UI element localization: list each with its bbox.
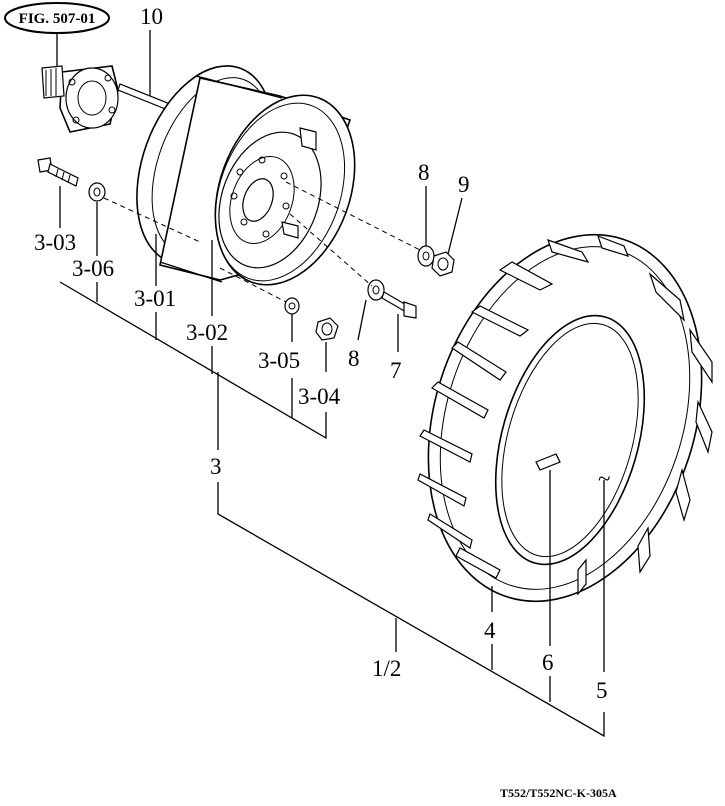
callout-3-02: 3-02 [186, 320, 228, 345]
assembly-line-c [289, 213, 373, 287]
wheel-disc-part [218, 127, 322, 269]
callout-4: 4 [484, 618, 496, 643]
callout-3-04: 3-04 [298, 384, 341, 409]
assembly-line-b [285, 181, 421, 251]
nut-part-9 [431, 251, 455, 277]
callout-10: 10 [140, 4, 163, 29]
valve-part-6 [535, 453, 561, 471]
washer-part-8-lower [367, 279, 385, 301]
leader-8-lower [357, 299, 367, 341]
callout-6: 6 [542, 650, 554, 675]
bolt-part-3-03 [37, 157, 79, 187]
callout-5: 5 [596, 678, 608, 703]
hub-flange-part [41, 65, 119, 133]
drawing-code: T552/T552NC-K-305A [500, 786, 617, 800]
assembly-line-d [219, 267, 287, 303]
figure-reference-badge[interactable]: FIG. 507-01 [4, 2, 110, 34]
bolt-part-7 [381, 291, 417, 319]
bracket-3-03 [59, 281, 327, 440]
callout-1-2: 1/2 [372, 656, 401, 681]
figure-reference-text: FIG. 507-01 [19, 11, 96, 27]
callout-8-upper: 8 [418, 160, 430, 185]
callout-8-lower: 8 [348, 346, 360, 371]
washer-part-3-05 [284, 297, 300, 315]
stud-part-10 [117, 83, 171, 111]
nut-part-3-04 [315, 317, 339, 341]
bracket-1-2 [217, 482, 605, 738]
callout-7: 7 [390, 358, 402, 383]
washer-part-3-06 [88, 182, 106, 202]
callout-3: 3 [210, 454, 222, 479]
callout-3-05: 3-05 [258, 348, 300, 373]
leader-9 [447, 197, 463, 255]
washer-part-8-upper [417, 245, 435, 267]
tube-part [494, 314, 646, 566]
callout-3-01: 3-01 [134, 286, 176, 311]
tube-mark: ~ [598, 466, 610, 491]
callout-9: 9 [458, 172, 470, 197]
callout-3-03: 3-03 [34, 230, 76, 255]
callout-3-06: 3-06 [72, 256, 114, 281]
